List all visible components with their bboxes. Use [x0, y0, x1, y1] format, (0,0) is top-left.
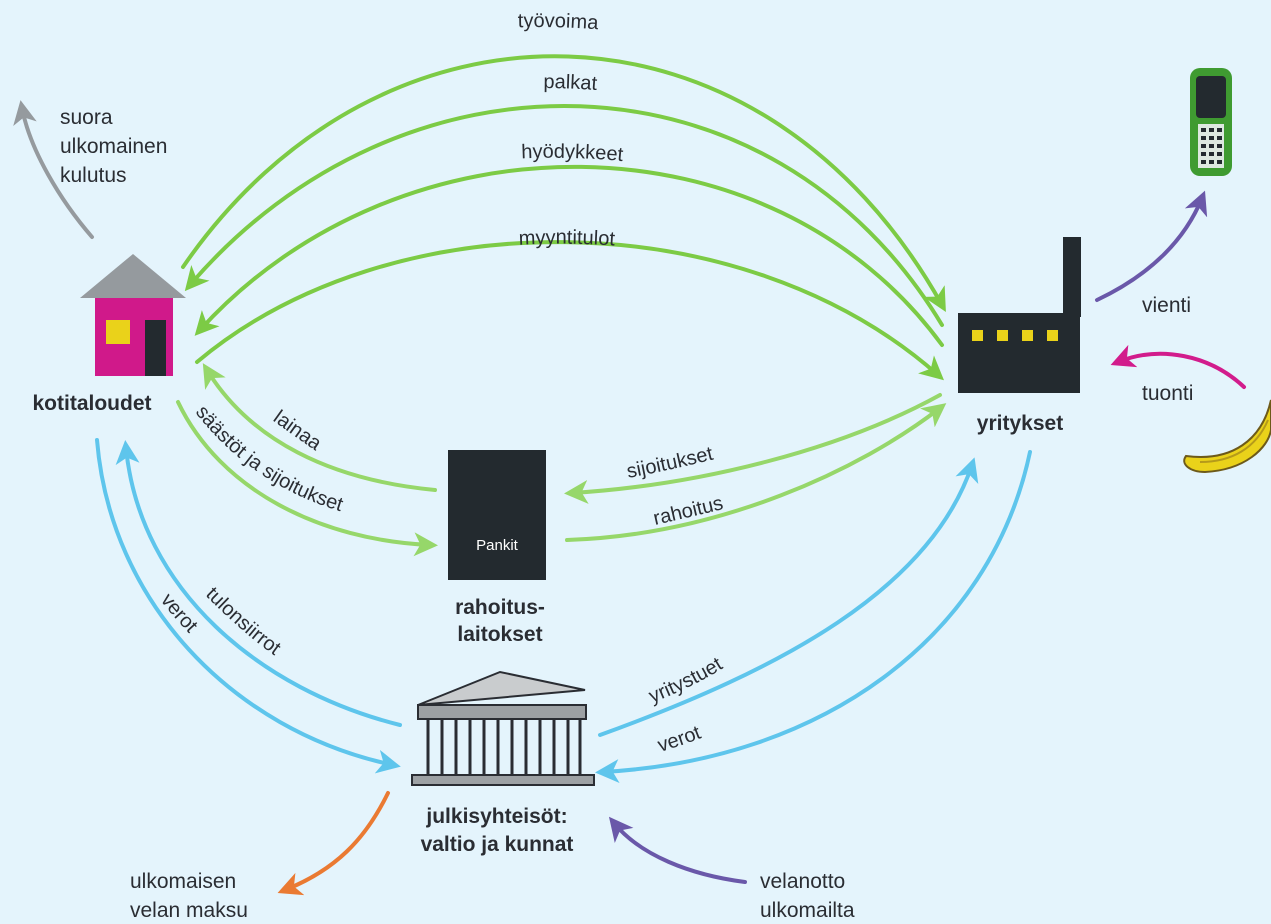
label-taxes-households: verot: [156, 589, 202, 637]
households-label: kotitaloudet: [33, 392, 152, 415]
label-labour: työvoima: [518, 10, 600, 34]
foreign-debt-payment-label: ulkomaisen velan maksu: [130, 870, 248, 922]
savings-arrow: [176, 400, 438, 557]
transfers-arrow: [115, 440, 402, 727]
bank-flows: [176, 363, 947, 557]
parthenon-icon: [411, 670, 595, 786]
factory-icon: [958, 237, 1081, 393]
foreign-debt-payment-arrow: [277, 791, 390, 896]
mobile-phone-icon: [1190, 68, 1232, 176]
public-sector-flows: [95, 438, 1032, 784]
exports-arrow: [1095, 190, 1208, 302]
exports-label: vienti: [1142, 294, 1191, 317]
label-loans: lainaa: [269, 406, 326, 455]
public-label-line1: julkisyhteisöt:: [425, 805, 567, 828]
imports-label: tuonti: [1142, 382, 1193, 405]
sales-revenue-arrow: [195, 240, 944, 381]
label-goods: hyödykkeet: [521, 141, 625, 166]
taxes-firms-arrow: [595, 450, 1032, 784]
taxes-households-arrow: [95, 438, 401, 774]
label-wages: palkat: [543, 71, 598, 95]
banks-box-label: Pankit: [476, 537, 519, 554]
wages-arrow: [184, 103, 944, 327]
banana-icon: [1183, 399, 1271, 474]
financing-arrow: [565, 403, 947, 542]
banks-label-line1: rahoitus-: [455, 596, 545, 619]
investments-arrow: [564, 393, 942, 504]
house-icon: [80, 254, 186, 376]
foreign-borrowing-arrow: [608, 816, 747, 884]
foreign-borrowing-label: velanotto ulkomailta: [760, 870, 855, 922]
business-subsidies-arrow: [598, 457, 979, 737]
firms-label: yritykset: [977, 412, 1063, 435]
label-sales-revenue: myyntitulot: [518, 227, 616, 251]
public-label-line2: valtio ja kunnat: [421, 833, 574, 856]
foreign-consumption-label: suora ulkomainen kulutus: [60, 106, 173, 187]
imports-arrow: [1110, 344, 1246, 389]
bank-box-icon: Pankit: [448, 450, 546, 580]
banks-label-line2: laitokset: [457, 623, 542, 646]
household-firm-flows: [181, 54, 946, 381]
label-taxes-firms: verot: [655, 722, 704, 757]
loans-arrow: [202, 363, 437, 492]
labour-arrow: [181, 54, 946, 312]
foreign-consumption-arrow: [13, 100, 94, 239]
goods-arrow: [194, 164, 944, 347]
